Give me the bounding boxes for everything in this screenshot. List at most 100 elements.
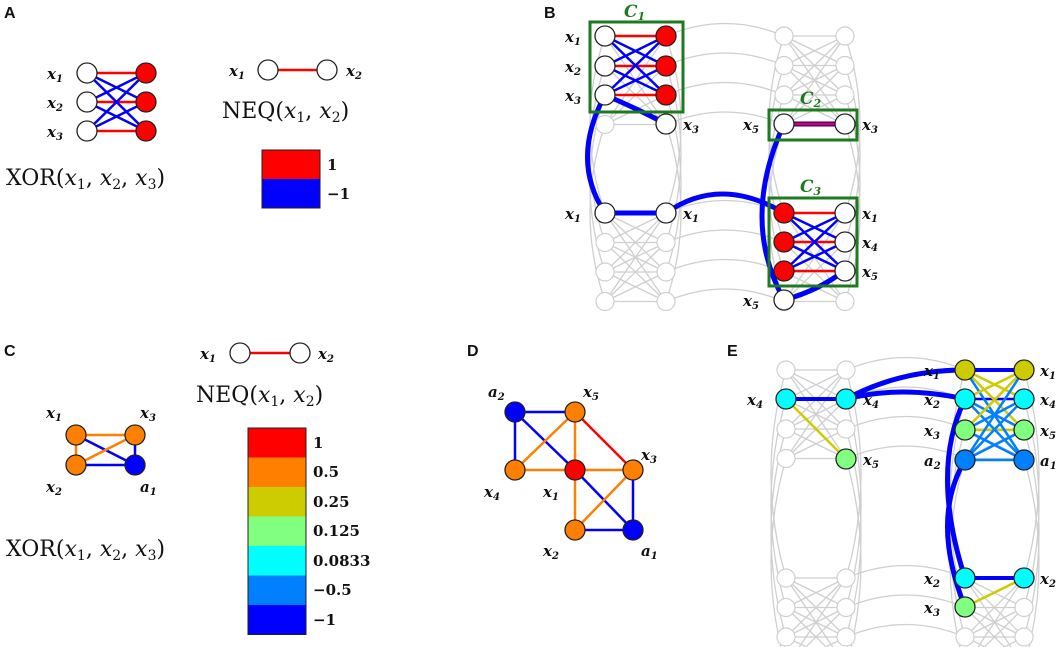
panel-label-d: D (467, 343, 479, 360)
clique-c1: C1 x1 x2 x3 (564, 2, 685, 114)
b-node-x1-left (594, 202, 616, 224)
background-node (835, 291, 855, 312)
node-aux-2 (135, 91, 157, 113)
neq-node-x1 (257, 59, 279, 81)
svg-text:a2: a2 (488, 383, 505, 403)
background-node (774, 26, 794, 46)
svg-text:x1: x1 (564, 205, 581, 225)
svg-text:x2: x2 (45, 478, 62, 498)
colorbar-c-label-2: 0.5 (313, 463, 339, 481)
colorbar-a-label-2: −1 (327, 185, 350, 203)
svg-text:x1: x1 (45, 404, 62, 424)
clique-c1-box (588, 20, 685, 114)
background-node (776, 597, 796, 618)
svg-text:x1: x1 (199, 345, 216, 365)
svg-text:x1: x1 (542, 483, 559, 503)
background-node (656, 291, 676, 312)
background-node (595, 232, 615, 253)
c-node-x1 (65, 424, 87, 446)
background-node (836, 568, 856, 588)
neq-title: NEQ(x1, x2) (222, 99, 349, 126)
c-neq-title: NEQ(x1, x2) (196, 383, 323, 410)
clique-c2-box (767, 108, 859, 142)
svg-text:x2: x2 (564, 58, 581, 78)
svg-text:x1: x1 (564, 28, 581, 48)
panel-a: x1 x2 x3 XOR(x1, x2, x3) x1 x2 NEQ(x1, x… (6, 59, 362, 209)
background-node (595, 291, 615, 312)
svg-text:a1: a1 (140, 478, 157, 498)
colorbar-a-label-1: 1 (327, 156, 337, 174)
b-node-x5-bottom (773, 289, 795, 311)
colorbar-c-label-4: 0.125 (313, 522, 360, 540)
panel-c: x1 x3 x2 a1 XOR(x1, x2, x3) x1 x2 NEQ(x1… (6, 342, 370, 635)
colorbar-c: 1 0.5 0.25 0.125 0.0833 −0.5 −1 (247, 427, 370, 635)
clique-c3-box (767, 196, 859, 288)
background-node (774, 85, 794, 105)
svg-text:x2: x2 (317, 345, 334, 365)
svg-text:x4: x4 (483, 483, 500, 503)
c-node-x2 (65, 454, 87, 476)
node-x3 (76, 120, 98, 142)
background-node (835, 55, 855, 76)
colorbar-a: 1 −1 (261, 149, 350, 209)
background-node (595, 114, 615, 135)
background-node (656, 262, 676, 282)
background-node (835, 26, 855, 46)
b-node-x1-right (655, 202, 677, 224)
clique-c1-label: C1 (624, 2, 645, 23)
background-node (836, 360, 856, 380)
colorbar-c-label-3: 0.25 (313, 493, 350, 511)
background-node (774, 55, 794, 76)
colorbar-c-label-6: −0.5 (313, 581, 352, 599)
label-x3: x3 (46, 123, 63, 143)
coupling-edges-e (844, 367, 968, 608)
node-aux-3 (135, 120, 157, 142)
panel-label-e: E (727, 343, 738, 360)
svg-text:x1: x1 (923, 362, 940, 382)
background-node (1014, 597, 1034, 618)
panel-b: C1 x1 x2 x3 x3 x1 x1 C2 x5 x3 (564, 2, 878, 312)
svg-text:x3: x3 (640, 446, 657, 466)
c-node-a1 (124, 454, 146, 476)
svg-text:x3: x3 (139, 404, 156, 424)
neq-label-x2: x2 (345, 62, 362, 82)
background-node (776, 627, 796, 647)
neq-node-x2 (316, 59, 338, 81)
svg-text:x4: x4 (746, 391, 763, 411)
svg-text:x5: x5 (1039, 422, 1056, 442)
svg-text:x1: x1 (1039, 362, 1056, 382)
background-node (776, 360, 796, 380)
b-node-x3-out (655, 113, 677, 135)
svg-text:x5: x5 (742, 116, 759, 136)
svg-text:a2: a2 (924, 452, 941, 472)
neq-label-x1: x1 (228, 62, 245, 82)
colorbar-c-label-1: 1 (313, 434, 323, 452)
colorbar-c-label-5: 0.0833 (313, 552, 370, 570)
label-x2: x2 (46, 94, 63, 114)
background-node (955, 627, 975, 647)
clique-c3: C3 x1 x4 x5 (767, 177, 878, 288)
panel-label-a: A (4, 5, 16, 22)
svg-text:x2: x2 (1039, 570, 1056, 590)
panel-label-c: C (4, 343, 16, 360)
svg-text:x3: x3 (923, 422, 940, 442)
svg-text:x5: x5 (862, 451, 879, 471)
svg-text:x3: x3 (564, 87, 581, 107)
node-x1 (76, 62, 98, 84)
svg-text:x5: x5 (742, 292, 759, 312)
svg-text:x2: x2 (542, 542, 559, 562)
svg-text:a1: a1 (1040, 452, 1057, 472)
background-node (1014, 627, 1034, 647)
node-x2 (76, 91, 98, 113)
svg-text:x3: x3 (682, 116, 699, 136)
c-node-x3 (124, 424, 146, 446)
background-node (836, 627, 856, 647)
svg-text:x3: x3 (923, 599, 940, 619)
background-node (835, 85, 855, 105)
background-node (776, 448, 796, 469)
panel-label-b: B (544, 5, 556, 22)
node-aux-1 (135, 62, 157, 84)
xor-title: XOR(x1, x2, x3) (6, 166, 165, 193)
colorbar-c-label-7: −1 (313, 611, 336, 629)
